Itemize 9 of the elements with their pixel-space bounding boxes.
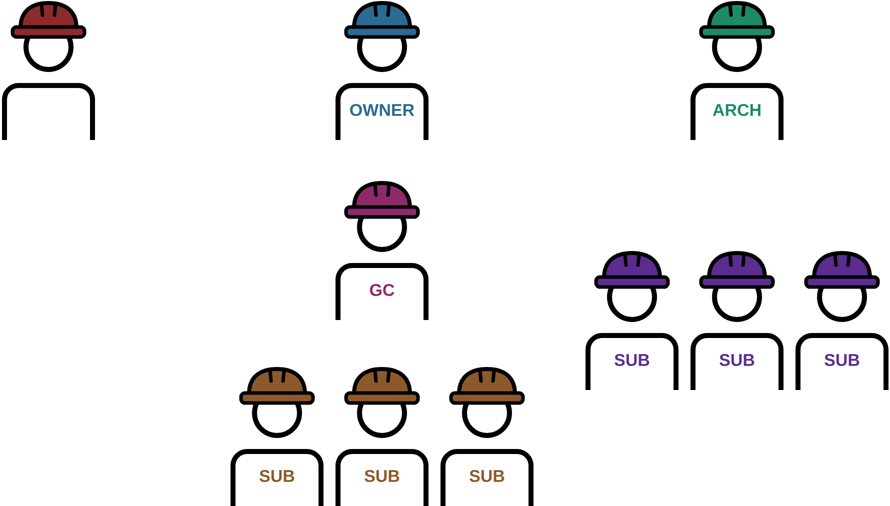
worker-body: SUB [230, 449, 324, 506]
worker-body: ARCH [690, 83, 784, 140]
worker-body: SUB [796, 333, 889, 390]
worker-body: GC [336, 263, 428, 320]
worker-body: OWNER [336, 83, 428, 140]
worker-body: SUB [586, 333, 678, 390]
worker-body: SUB [690, 333, 784, 390]
worker-body: SUB [440, 449, 534, 506]
worker-body: SUB [336, 449, 428, 506]
